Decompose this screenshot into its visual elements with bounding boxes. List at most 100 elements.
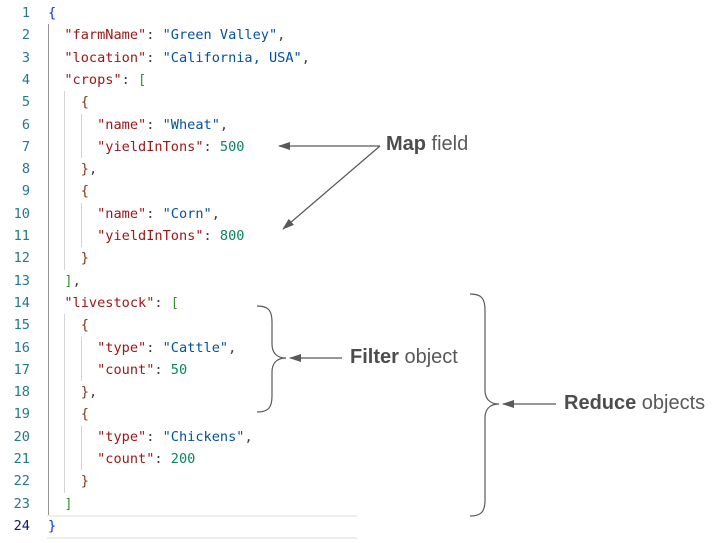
indent-guide <box>80 336 82 382</box>
line-number: 19 <box>13 406 30 423</box>
code-text: { <box>48 91 89 113</box>
code-line[interactable]: 4 "crops": [ <box>0 69 727 91</box>
code-token: "Green Valley" <box>162 27 278 44</box>
indent-guide <box>64 314 66 493</box>
code-token: : <box>154 361 171 378</box>
code-line[interactable]: 12 } <box>0 247 727 269</box>
code-line[interactable]: 21 "count": 200 <box>0 448 727 470</box>
code-token: , <box>72 272 81 289</box>
code-token: { <box>48 5 57 21</box>
code-line[interactable]: 15 { <box>0 314 727 336</box>
code-line[interactable]: 16 "type": "Cattle", <box>0 337 727 359</box>
code-token: , <box>244 428 253 445</box>
code-line[interactable]: 24} <box>0 514 727 539</box>
code-token: "count" <box>97 451 155 467</box>
code-token: "name" <box>97 116 147 133</box>
code-token: } <box>48 517 57 534</box>
code-line[interactable]: 18 }, <box>0 381 727 403</box>
reduce-label-bold: Reduce <box>564 392 637 414</box>
code-token: 500 <box>219 138 245 155</box>
code-token: : <box>146 27 163 44</box>
code-line[interactable]: 14 "livestock": [ <box>0 292 727 314</box>
line-number: 14 <box>13 294 30 311</box>
code-text: "crops": [ <box>48 69 146 91</box>
code-token: "yieldInTons" <box>97 228 204 244</box>
filter-label-rest: object <box>398 346 458 368</box>
code-text: } <box>48 515 56 537</box>
indent-guide <box>80 202 82 248</box>
code-token: [ <box>138 71 147 88</box>
line-number: 20 <box>13 428 30 445</box>
line-number: 9 <box>21 183 30 200</box>
code-text: }, <box>48 381 97 403</box>
code-line[interactable]: 19 { <box>0 403 727 425</box>
reduce-brace <box>469 293 500 517</box>
code-line[interactable]: 9 { <box>0 180 727 202</box>
code-token: ] <box>64 495 73 512</box>
code-text: { <box>48 314 89 336</box>
code-text: "farmName": "Green Valley", <box>48 24 285 46</box>
filter-label-bold: Filter <box>350 346 399 368</box>
line-number: 12 <box>13 250 30 267</box>
code-token: 800 <box>219 228 245 244</box>
code-token: , <box>228 339 237 356</box>
code-line[interactable]: 8 }, <box>0 158 727 180</box>
code-token: : <box>203 228 220 244</box>
code-token: "name" <box>97 205 147 222</box>
code-text: "type": "Chickens", <box>48 426 253 448</box>
code-token: } <box>80 473 89 490</box>
code-token: { <box>80 183 89 200</box>
line-number: 3 <box>21 49 30 66</box>
line-number: 1 <box>21 5 30 21</box>
code-token: : <box>146 49 163 66</box>
code-text: "yieldInTons": 800 <box>48 225 244 247</box>
line-number: 6 <box>21 116 30 133</box>
code-token: "Chickens" <box>162 428 245 445</box>
code-line[interactable]: 13 ], <box>0 270 727 292</box>
code-token: , <box>88 161 98 178</box>
code-line[interactable]: 3 "location": "California, USA", <box>0 47 727 69</box>
code-text: } <box>48 247 89 269</box>
code-token: } <box>80 161 89 178</box>
line-number: 10 <box>13 205 30 222</box>
code-line[interactable]: 2 "farmName": "Green Valley", <box>0 24 727 46</box>
code-line[interactable]: 6 "name": "Wheat", <box>0 114 727 136</box>
code-line[interactable]: 5 { <box>0 91 727 113</box>
code-token: { <box>80 317 89 334</box>
code-token: , <box>301 49 310 66</box>
code-token: , <box>277 27 286 44</box>
code-line[interactable]: 10 "name": "Corn", <box>0 203 727 225</box>
code-line[interactable]: 1{ <box>0 2 727 24</box>
code-text: "count": 50 <box>48 359 187 381</box>
code-token: ] <box>64 272 73 289</box>
code-line[interactable]: 11 "yieldInTons": 800 <box>0 225 727 247</box>
map-label-rest: field <box>426 133 469 155</box>
code-line[interactable]: 20 "type": "Chickens", <box>0 426 727 448</box>
line-number: 4 <box>21 71 30 88</box>
line-number: 2 <box>21 27 30 44</box>
code-token: "Cattle" <box>162 339 229 356</box>
code-line[interactable]: 23 ] <box>0 493 727 515</box>
line-number: 5 <box>21 94 30 111</box>
code-token: : <box>154 451 171 467</box>
code-token: "California, USA" <box>162 49 302 66</box>
code-text: { <box>48 2 56 24</box>
code-text: ], <box>48 270 81 292</box>
filter-object-label: Filter object <box>350 346 458 369</box>
code-token: [ <box>170 294 179 311</box>
code-token: "count" <box>97 361 155 378</box>
map-field-label: Map field <box>386 133 468 156</box>
code-line[interactable]: 22 } <box>0 470 727 492</box>
line-number: 23 <box>13 495 30 512</box>
code-token: "Wheat" <box>162 116 220 133</box>
code-token: "type" <box>97 428 147 445</box>
current-line-highlight <box>47 514 357 539</box>
code-token: , <box>88 384 98 401</box>
code-token: : <box>146 205 163 222</box>
code-text: "name": "Wheat", <box>48 114 228 136</box>
code-text: "count": 200 <box>48 448 195 470</box>
code-line[interactable]: 7 "yieldInTons": 500 <box>0 136 727 158</box>
line-number: 18 <box>13 384 30 401</box>
code-line[interactable]: 17 "count": 50 <box>0 359 727 381</box>
